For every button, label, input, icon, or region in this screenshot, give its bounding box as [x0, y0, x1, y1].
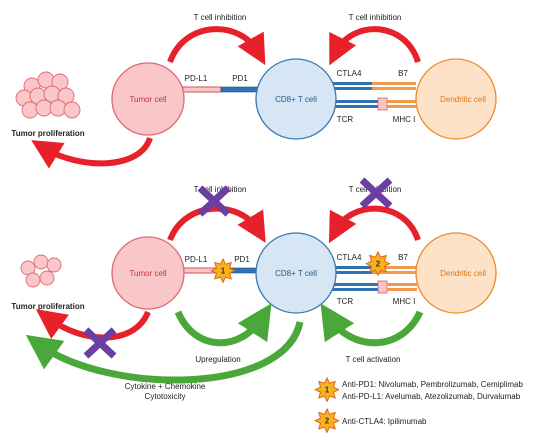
top-pdl1-label: PD-L1 — [185, 74, 208, 83]
bottom-tumor-cluster-icon — [20, 254, 62, 288]
bottom-inhibition-arrow-right — [328, 205, 421, 244]
top-proliferation-label: Tumor proliferation — [11, 129, 84, 138]
top-inhibition-arrow-left — [167, 26, 266, 66]
top-proliferation-arrow — [31, 136, 153, 169]
legend-anti-ctla4: Anti-CTLA4: Ipilimumab — [342, 417, 427, 426]
legend-badge-1-icon: 1 — [314, 376, 340, 403]
top-dendritic-label: Dendritic cell — [440, 95, 486, 104]
bottom-tumor-cell — [111, 236, 185, 310]
top-tumor-cell-label: Tumor cell — [129, 95, 166, 104]
bottom-cross-proliferation-icon — [83, 327, 117, 359]
bottom-cytotoxicity-arrow — [25, 321, 304, 384]
top-b7-label: B7 — [398, 69, 408, 78]
legend-badge-1-number: 1 — [325, 386, 330, 395]
top-cd8-tcell — [255, 58, 337, 140]
bottom-badge-1-icon: 1 — [210, 257, 236, 284]
bottom-b7-label: B7 — [398, 253, 408, 262]
bottom-cytokine-label-line2: Cytotoxicity — [145, 392, 186, 401]
top-inhibition-label-left: T cell inhibition — [194, 13, 247, 22]
legend-anti-pd1: Anti-PD1: Nivolumab, Pembrolizumab, Cemi… — [342, 380, 524, 389]
top-ctla4-b7-link — [320, 82, 416, 90]
bottom-dendritic-cell — [415, 232, 497, 314]
bottom-cross-right-icon — [359, 177, 393, 209]
top-pdl1-pd1-link — [182, 86, 260, 93]
bottom-proliferation-arrow — [35, 309, 151, 341]
top-tcr-label: TCR — [337, 115, 354, 124]
bottom-tumor-cell-label: Tumor cell — [129, 269, 166, 278]
bottom-pdl1-label: PD-L1 — [185, 255, 208, 264]
top-pd1-label: PD1 — [232, 74, 248, 83]
bottom-activation-arrow — [320, 303, 424, 347]
bottom-badge-2-icon: 2 — [365, 250, 391, 277]
legend-badge-2-number: 2 — [325, 417, 330, 426]
bottom-inhibition-arrow-left — [167, 205, 266, 243]
top-inhibition-label-right: T cell inhibition — [349, 13, 402, 22]
bottom-badge-1-number: 1 — [221, 267, 226, 276]
bottom-inhibition-label-left: T cell inhibition — [194, 185, 247, 194]
bottom-activation-label: T cell activation — [346, 355, 401, 364]
bottom-ctla4-b7-link — [320, 266, 416, 274]
bottom-panel: Tumor cell CD8+ T cell Dendritic cell PD… — [11, 177, 497, 401]
bottom-badge-2-number: 2 — [376, 260, 381, 269]
top-tcr-mhc-link — [320, 97, 417, 111]
top-tumor-cell — [111, 62, 185, 136]
top-ctla4-label: CTLA4 — [337, 69, 362, 78]
bottom-mhc-label: MHC I — [393, 297, 416, 306]
bottom-tcell-label: CD8+ T cell — [275, 269, 317, 278]
bottom-proliferation-label: Tumor proliferation — [11, 302, 84, 311]
legend-badge-2-icon: 2 — [314, 407, 340, 434]
bottom-upregulation-label: Upregulation — [195, 355, 240, 364]
legend: 1 Anti-PD1: Nivolumab, Pembrolizumab, Ce… — [314, 376, 524, 434]
bottom-cytokine-label-line1: Cytokine + Chemokine — [125, 382, 206, 391]
legend-anti-pdl1: Anti-PD-L1: Avelumab, Atezolizumab, Durv… — [342, 392, 521, 401]
bottom-upregulation-arrow — [174, 303, 272, 347]
top-mhc-label: MHC I — [393, 115, 416, 124]
bottom-cd8-tcell — [255, 232, 337, 314]
bottom-cross-left-icon — [197, 185, 231, 217]
bottom-pd1-label: PD1 — [234, 255, 250, 264]
top-dendritic-cell — [415, 58, 497, 140]
top-inhibition-arrow-right — [329, 26, 421, 66]
top-panel: Tumor cell CD8+ T cell Dendritic cell PD… — [11, 13, 497, 169]
top-tumor-cluster-icon — [15, 71, 81, 119]
bottom-tcr-label: TCR — [337, 297, 354, 306]
top-tcell-label: CD8+ T cell — [275, 95, 317, 104]
bottom-dendritic-label: Dendritic cell — [440, 269, 486, 278]
bottom-tcr-mhc-link — [320, 280, 417, 294]
bottom-ctla4-label: CTLA4 — [337, 253, 362, 262]
